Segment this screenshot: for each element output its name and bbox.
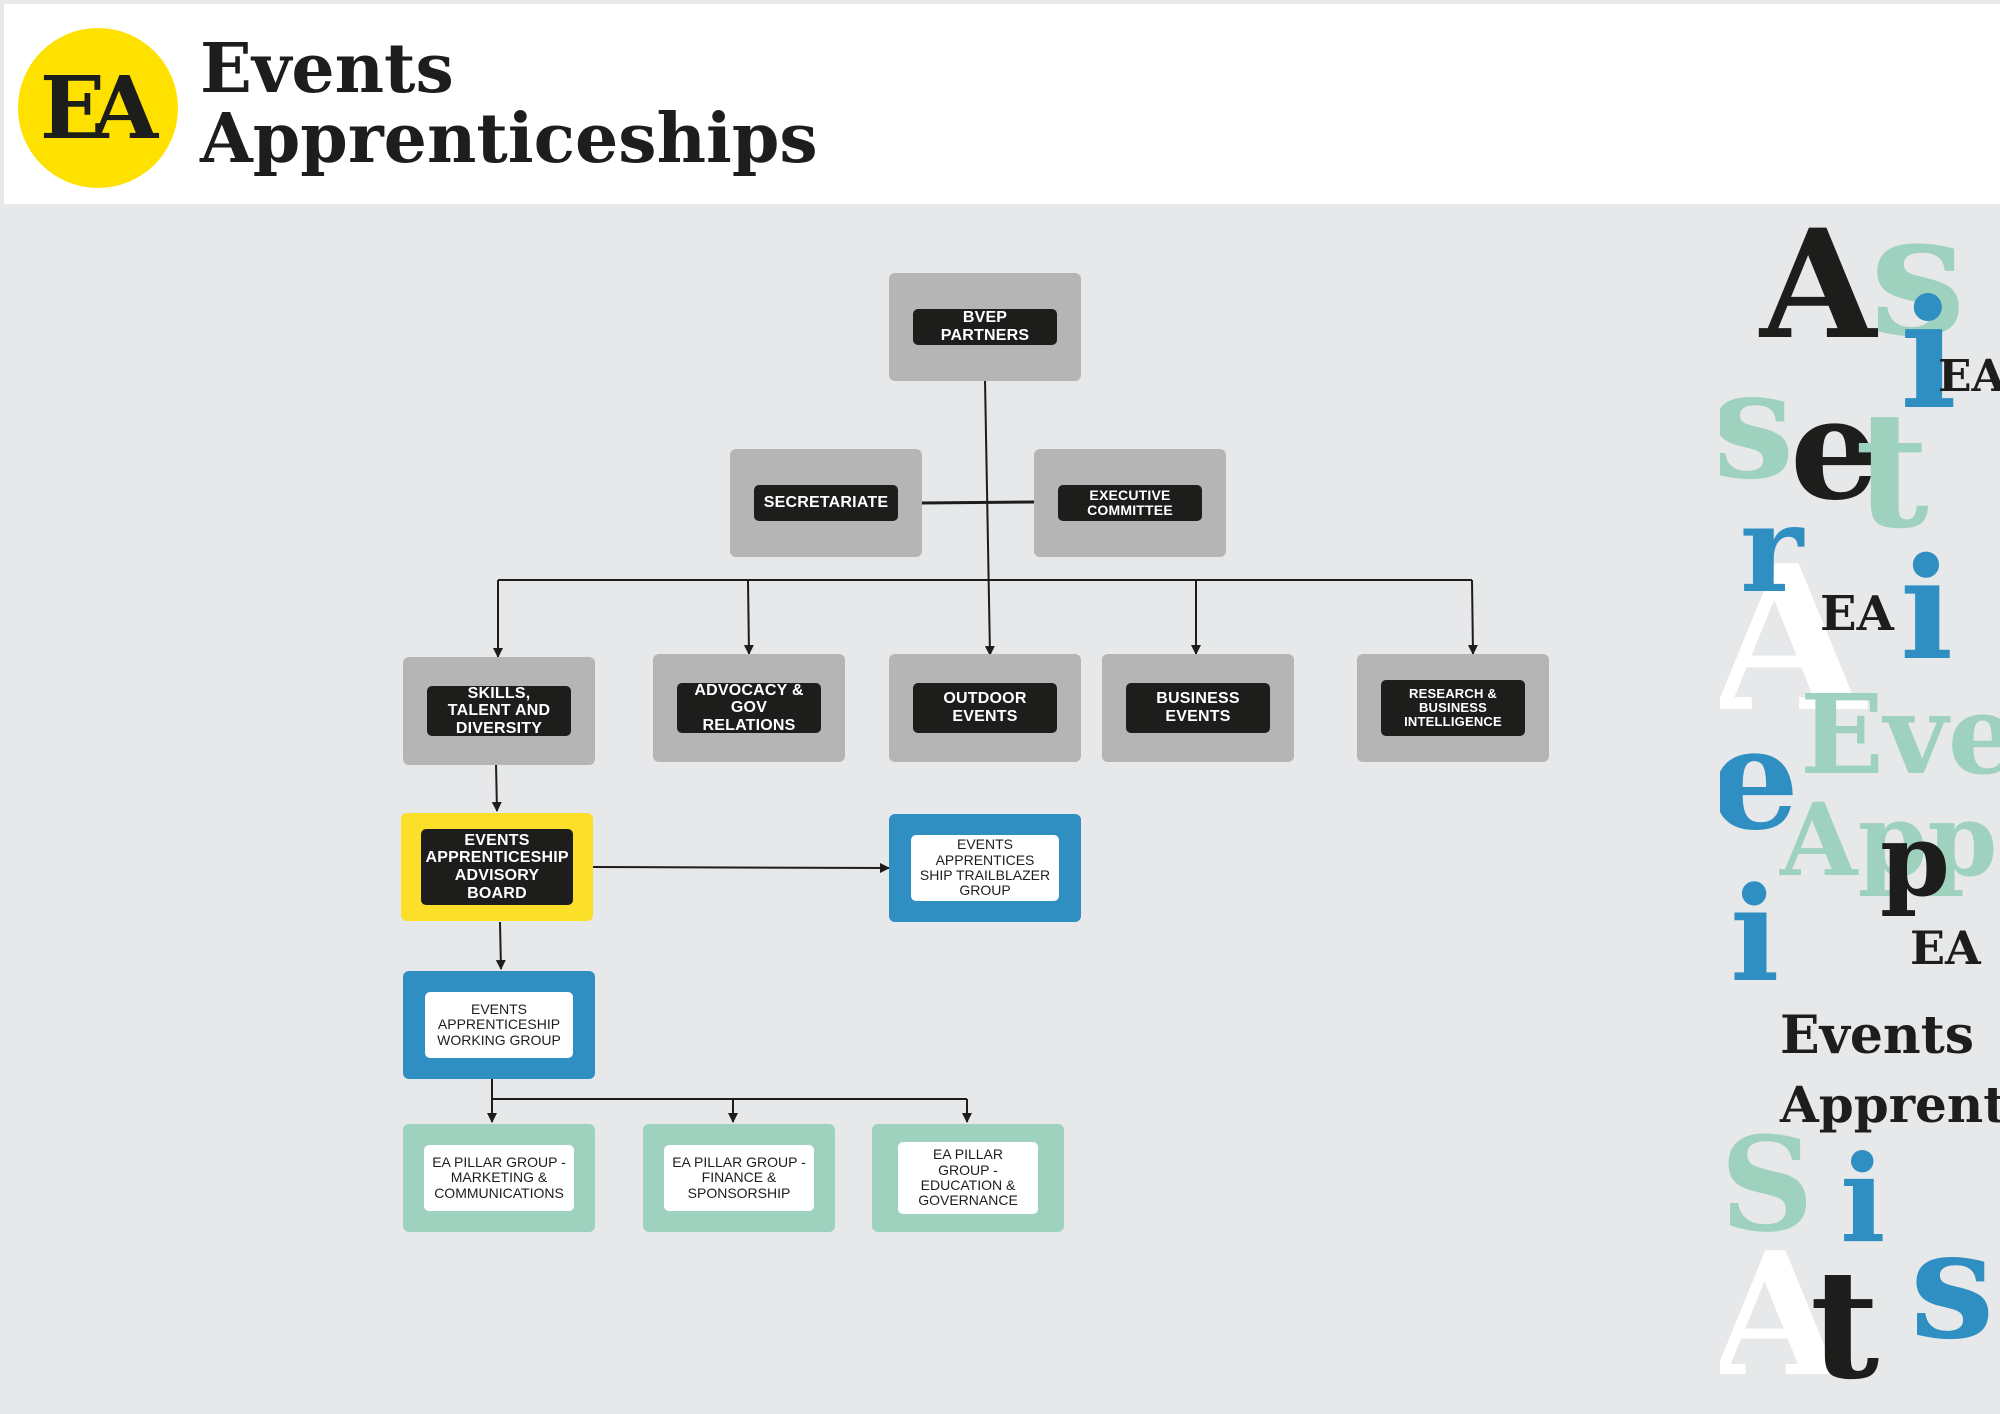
node-secretariate-label: SECRETARIATE — [754, 485, 898, 521]
node-pillar-finance: EA PILLAR GROUP - FINANCE & SPONSORSHIP — [643, 1124, 835, 1232]
node-working-group-label: EVENTS APPRENTICESHIP WORKING GROUP — [425, 992, 573, 1058]
node-pillar-education: EA PILLAR GROUP - EDUCATION & GOVERNANCE — [872, 1124, 1064, 1232]
collage-glyph: p — [1880, 801, 1950, 919]
node-secretariate: SECRETARIATE — [730, 449, 922, 557]
collage-glyph: EA — [1820, 586, 1894, 642]
node-executive-committee-label: EXECUTIVE COMMITTEE — [1058, 485, 1202, 521]
node-pillar-marketing-label: EA PILLAR GROUP - MARKETING & COMMUNICAT… — [424, 1145, 574, 1211]
collage-glyph: Apprent — [1780, 1075, 2000, 1134]
collage-glyph: t — [1855, 376, 1929, 564]
header-banner: EA Events Apprenticeships — [4, 4, 2000, 204]
node-trailblazer-group: EVENTS APPRENTICES SHIP TRAILBLAZER GROU… — [889, 814, 1081, 922]
node-outdoor-events-label: OUTDOOR EVENTS — [913, 683, 1057, 733]
node-business-events: BUSINESS EVENTS — [1102, 654, 1294, 762]
collage-glyph: App — [1780, 781, 1998, 899]
brand-title-line-1: Events — [200, 29, 454, 109]
collage-glyph: Eve — [1800, 670, 2000, 799]
node-outdoor-events: OUTDOOR EVENTS — [889, 654, 1081, 762]
collage-glyph: i — [1900, 528, 1954, 692]
connector-bvep-trunk — [984, 379, 995, 656]
collage-glyph: e — [1790, 368, 1880, 532]
node-pillar-finance-label: EA PILLAR GROUP - FINANCE & SPONSORSHIP — [664, 1145, 814, 1211]
collage-glyph: s — [1720, 337, 1795, 513]
node-business-events-label: BUSINESS EVENTS — [1126, 683, 1270, 733]
node-trailblazer-group-label: EVENTS APPRENTICES SHIP TRAILBLAZER GROU… — [911, 835, 1059, 901]
collage-glyph: r — [1740, 479, 1804, 620]
node-bvep-partners: BVEP PARTNERS — [889, 273, 1081, 381]
node-skills-talent-diversity-label: SKILLS, TALENT AND DIVERSITY — [427, 685, 571, 737]
logo-badge: EA — [18, 28, 178, 188]
collage-glyph: t — [1810, 1237, 1880, 1400]
decorative-typography-collage: A s i EA s e t A r EA i Eve e App p i EA… — [1720, 210, 2000, 1400]
node-bvep-partners-label: BVEP PARTNERS — [913, 309, 1057, 345]
brand-title-line-2: Apprenticeships — [200, 99, 818, 179]
collage-glyph: i — [1840, 1129, 1886, 1270]
node-pillar-education-label: EA PILLAR GROUP - EDUCATION & GOVERNANCE — [898, 1142, 1038, 1214]
node-research-business-intelligence: RESEARCH & BUSINESS INTELLIGENCE — [1357, 654, 1549, 762]
collage-glyph: A — [1760, 210, 1877, 373]
node-advocacy-gov-relations-label: ADVOCACY & GOV RELATIONS — [677, 682, 821, 734]
node-skills-talent-diversity: SKILLS, TALENT AND DIVERSITY — [403, 657, 595, 765]
collage-glyph: s — [1910, 1197, 1995, 1373]
collage-glyph: i — [1900, 267, 1957, 443]
logo-mark: EA — [39, 57, 158, 159]
node-research-business-intelligence-label: RESEARCH & BUSINESS INTELLIGENCE — [1381, 680, 1525, 736]
node-pillar-marketing: EA PILLAR GROUP - MARKETING & COMMUNICAT… — [403, 1124, 595, 1232]
connector-advisory-trailblazer — [592, 862, 890, 873]
collage-glyph: Events — [1780, 1005, 1975, 1066]
collage-glyph: A — [1720, 522, 1866, 757]
collage-glyph: A — [1720, 1215, 1842, 1400]
connector-skills-advisory — [491, 763, 502, 812]
connector-secretariate-executive — [921, 500, 1035, 505]
connector-to-advocacy — [743, 579, 754, 655]
collage-glyph: S — [1720, 1108, 1814, 1261]
node-executive-committee: EXECUTIVE COMMITTEE — [1034, 449, 1226, 557]
node-advisory-board: EVENTS APPRENTICESHIP ADVISORY BOARD — [401, 813, 593, 921]
collage-glyph: EA — [1938, 351, 2000, 402]
node-advocacy-gov-relations: ADVOCACY & GOV RELATIONS — [653, 654, 845, 762]
node-advisory-board-label: EVENTS APPRENTICESHIP ADVISORY BOARD — [421, 829, 573, 905]
collage-glyph: s — [1870, 210, 1966, 375]
collage-glyph: e — [1720, 698, 1800, 862]
collage-glyph: EA — [1910, 921, 1981, 975]
connector-advisory-working — [495, 921, 506, 970]
connector-to-research — [1467, 579, 1478, 655]
node-working-group: EVENTS APPRENTICESHIP WORKING GROUP — [403, 971, 595, 1079]
collage-glyph: i — [1730, 858, 1780, 1011]
